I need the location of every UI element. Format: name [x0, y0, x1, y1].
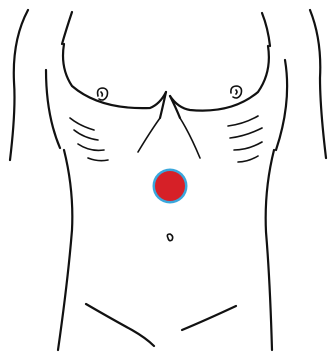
marker-dot: [155, 171, 185, 201]
abdomen-left-center-line: [138, 118, 160, 152]
right-rib-line-2: [230, 128, 262, 138]
marker: [153, 169, 188, 204]
sternum-right-line: [170, 96, 180, 118]
left-pectoral-line: [63, 44, 166, 108]
left-inner-arm-line: [46, 70, 60, 148]
left-rib-line-1: [70, 118, 94, 130]
right-groin-line: [182, 306, 236, 330]
right-arm-outline: [310, 10, 326, 158]
left-rib-line-4: [88, 158, 108, 161]
right-pectoral-line: [170, 46, 269, 111]
abdomen-right-center-line: [180, 118, 200, 158]
left-rib-line-3: [78, 144, 104, 150]
right-rib-line-1: [228, 116, 258, 126]
right-nipple: [231, 86, 242, 98]
navel: [167, 234, 172, 241]
right-waist-outline: [266, 150, 274, 350]
neck-right-line: [262, 13, 270, 46]
left-arm-outline: [10, 10, 28, 160]
right-rib-line-4: [238, 156, 258, 162]
left-nipple: [98, 88, 108, 100]
neck-left-line: [62, 12, 72, 44]
left-waist-outline: [58, 150, 72, 350]
right-rib-line-3: [234, 142, 262, 150]
left-groin-line: [86, 304, 154, 346]
left-rib-line-2: [74, 130, 98, 140]
right-inner-arm-line: [276, 60, 287, 150]
